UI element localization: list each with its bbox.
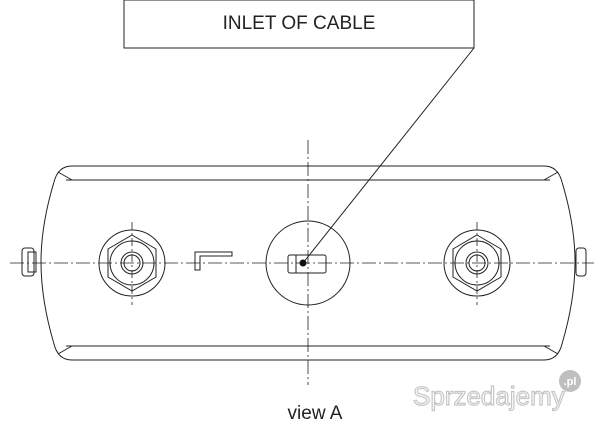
chamfer-tr — [543, 171, 559, 181]
chamfer-br — [543, 345, 559, 355]
watermark-brand: Sprzedajemy — [413, 381, 565, 411]
watermark-badge — [559, 370, 581, 392]
view-label: view A — [288, 403, 343, 424]
callout-box — [123, 0, 475, 49]
leader-line — [302, 47, 475, 264]
chamfer-bl — [57, 345, 73, 355]
l-bracket-mark — [194, 251, 233, 271]
left-end-stub — [21, 247, 35, 277]
left-nut-assembly — [98, 229, 166, 297]
chamfer-tl — [57, 171, 73, 181]
right-end-stub — [575, 247, 587, 277]
watermark-tld: .pl — [564, 376, 577, 388]
cable-inlet — [265, 220, 351, 306]
cable-inlet-point — [299, 259, 307, 267]
left-end-stub-inner — [27, 251, 37, 273]
right-nut-assembly — [443, 229, 511, 297]
callout-label: INLET OF CABLE — [223, 13, 376, 34]
body-outline — [40, 165, 576, 361]
watermark-logo: Sprzedajemy .pl — [412, 370, 581, 412]
